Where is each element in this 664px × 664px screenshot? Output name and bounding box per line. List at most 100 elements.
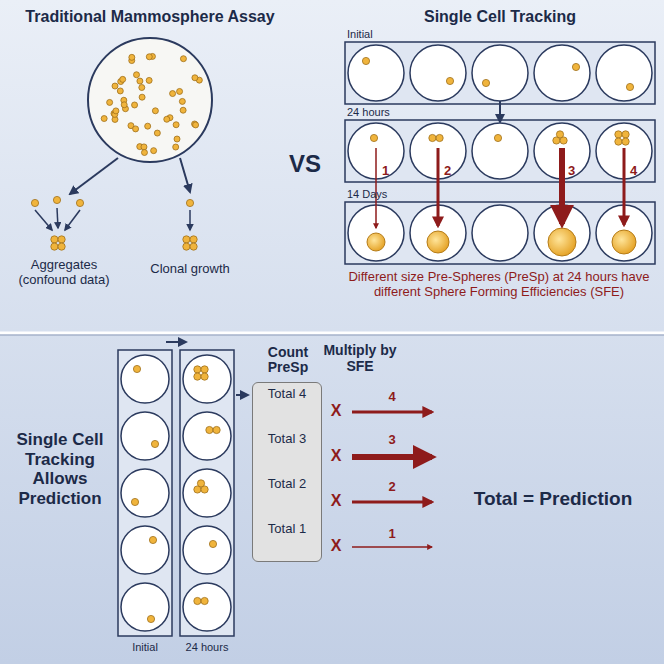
well-strip	[118, 350, 172, 636]
cell	[179, 98, 185, 104]
cell	[58, 236, 65, 243]
divider	[0, 332, 664, 335]
cell	[117, 88, 123, 94]
well	[534, 45, 590, 101]
cell	[209, 540, 216, 547]
label: X	[326, 537, 346, 555]
label: 3	[568, 164, 582, 179]
culture-dish	[88, 38, 212, 162]
cell	[58, 243, 65, 250]
cell	[436, 134, 443, 141]
cell	[131, 498, 138, 505]
sphere	[427, 231, 449, 253]
label: X	[326, 402, 346, 420]
cell	[120, 76, 126, 82]
label: 24 hours	[174, 641, 240, 654]
cell	[51, 236, 58, 243]
label: 2	[382, 480, 402, 495]
cell	[201, 597, 208, 604]
label: 4	[382, 390, 402, 405]
cell	[146, 77, 152, 83]
cell	[133, 365, 140, 372]
cell	[626, 83, 633, 90]
cell	[149, 536, 156, 543]
cell	[556, 131, 563, 138]
well	[348, 45, 404, 101]
cell	[141, 150, 147, 156]
cell	[429, 134, 436, 141]
cell	[173, 144, 179, 150]
total-count: Total 2	[253, 476, 321, 491]
sphere	[548, 228, 576, 256]
cell	[183, 243, 190, 250]
cell	[141, 144, 147, 150]
arrow	[70, 158, 118, 194]
cell	[213, 426, 220, 433]
cell	[622, 138, 629, 145]
cell	[174, 136, 180, 142]
sfe-arrow	[352, 546, 432, 548]
cell	[180, 107, 186, 113]
cell	[183, 236, 190, 243]
cell	[192, 75, 198, 81]
sphere	[612, 230, 636, 254]
well	[121, 412, 169, 460]
well	[183, 526, 231, 574]
sfe-arrow	[352, 411, 432, 414]
cell	[164, 116, 170, 122]
arrow	[499, 100, 501, 122]
cell	[194, 597, 201, 604]
well-strip	[345, 120, 655, 182]
label: X	[326, 447, 346, 465]
cell	[129, 54, 135, 60]
cell	[51, 243, 58, 250]
cell	[446, 77, 453, 84]
cell	[201, 366, 208, 373]
cell	[139, 94, 145, 100]
sfe-arrow	[352, 501, 432, 504]
sphere	[367, 233, 385, 251]
well	[596, 45, 652, 101]
cell	[146, 54, 152, 60]
cell	[173, 122, 179, 128]
cell	[76, 199, 83, 206]
cell	[180, 56, 186, 62]
well	[472, 205, 528, 261]
well-strip	[180, 350, 234, 636]
cell	[107, 99, 113, 105]
cell	[193, 122, 199, 128]
label: 24 hours	[347, 106, 427, 119]
well-strip	[345, 42, 655, 104]
cell	[494, 134, 501, 141]
arrow	[57, 208, 58, 228]
cell	[132, 102, 138, 108]
cell	[133, 126, 139, 132]
cell	[201, 373, 208, 380]
well-strip	[345, 202, 655, 264]
label: Initial	[116, 641, 174, 654]
label: Clonal growth	[135, 262, 245, 277]
cell	[194, 373, 201, 380]
cell	[151, 148, 157, 154]
cell	[622, 131, 629, 138]
cell	[615, 138, 622, 145]
cell	[31, 199, 38, 206]
arrow	[35, 210, 52, 230]
arrow	[236, 394, 248, 396]
cell	[151, 440, 158, 447]
label: Initial	[347, 28, 427, 41]
cell	[615, 131, 622, 138]
total-count: Total 3	[253, 431, 321, 446]
label: X	[326, 492, 346, 510]
well	[183, 583, 231, 631]
well	[121, 469, 169, 517]
arrow	[189, 210, 191, 230]
label: 3	[382, 433, 402, 448]
label: 14 Days	[347, 188, 427, 201]
cell	[145, 123, 151, 129]
label: Total = Prediction	[448, 488, 658, 510]
cell	[362, 57, 369, 64]
sfe-arrow	[352, 454, 432, 460]
cell	[190, 236, 197, 243]
